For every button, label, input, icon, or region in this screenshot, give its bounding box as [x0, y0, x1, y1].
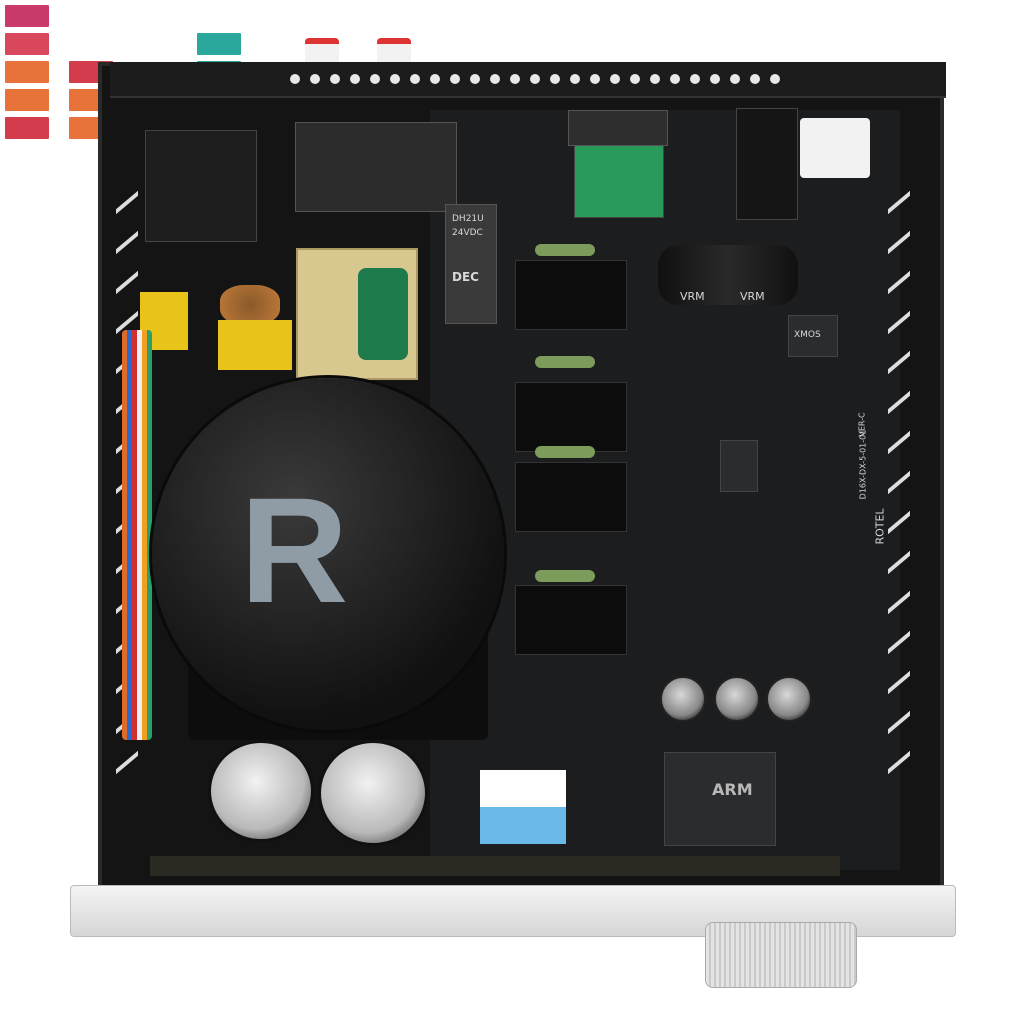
right-vent-slots	[884, 190, 914, 800]
optical-connector	[736, 108, 798, 220]
standby-transformer-winding	[358, 268, 408, 360]
arm-label: ARM	[712, 780, 753, 799]
antenna-connector	[800, 118, 870, 178]
speaker-terminal-board	[295, 122, 457, 212]
brand-logo-r: R	[240, 466, 349, 634]
main-transformer	[152, 378, 504, 730]
usb-connector	[568, 110, 668, 146]
resistor-2	[535, 356, 595, 368]
top-vent-holes	[290, 74, 790, 86]
output-capacitor-1	[660, 676, 706, 722]
dsp-chip	[720, 440, 758, 492]
output-transistor-1	[515, 260, 627, 330]
vrm-label-1: VRM	[680, 290, 705, 303]
board-brand: ROTEL	[873, 508, 887, 545]
back-panel-vents	[110, 62, 946, 98]
bluetooth-module	[574, 138, 664, 218]
output-transistor-2	[515, 382, 627, 452]
xmos-chip	[788, 315, 838, 357]
resistor-3	[535, 446, 595, 458]
front-board-strip	[150, 856, 840, 876]
filter-capacitor-left	[208, 740, 314, 842]
output-transistor-3	[515, 462, 627, 532]
power-inlet	[145, 130, 257, 242]
resistor-4	[535, 570, 595, 582]
resistor-1	[535, 244, 595, 256]
xmos-label: XMOS	[794, 330, 821, 340]
output-capacitor-2	[714, 676, 760, 722]
volume-knob[interactable]	[705, 922, 857, 988]
board-code: D16X-DX-5-01-01	[858, 429, 868, 500]
output-transistor-4	[515, 585, 627, 655]
main-circuit-board	[430, 110, 900, 870]
filter-capacitor-right	[318, 740, 428, 846]
toroid-choke	[220, 285, 280, 325]
vrm-capacitor	[658, 245, 798, 305]
wire-harness	[122, 330, 152, 740]
filter-capacitor-yellow-2	[218, 320, 292, 370]
board-version: VER-C	[857, 412, 867, 437]
relay	[445, 204, 497, 324]
relay-label-3: DEC	[452, 270, 479, 284]
arm-processor	[664, 752, 776, 846]
relay-label-2: 24VDC	[452, 228, 483, 238]
vrm-label-2: VRM	[740, 290, 765, 303]
ribbon-cable	[480, 770, 566, 844]
relay-label-1: DH21U	[452, 214, 484, 224]
output-capacitor-3	[766, 676, 812, 722]
